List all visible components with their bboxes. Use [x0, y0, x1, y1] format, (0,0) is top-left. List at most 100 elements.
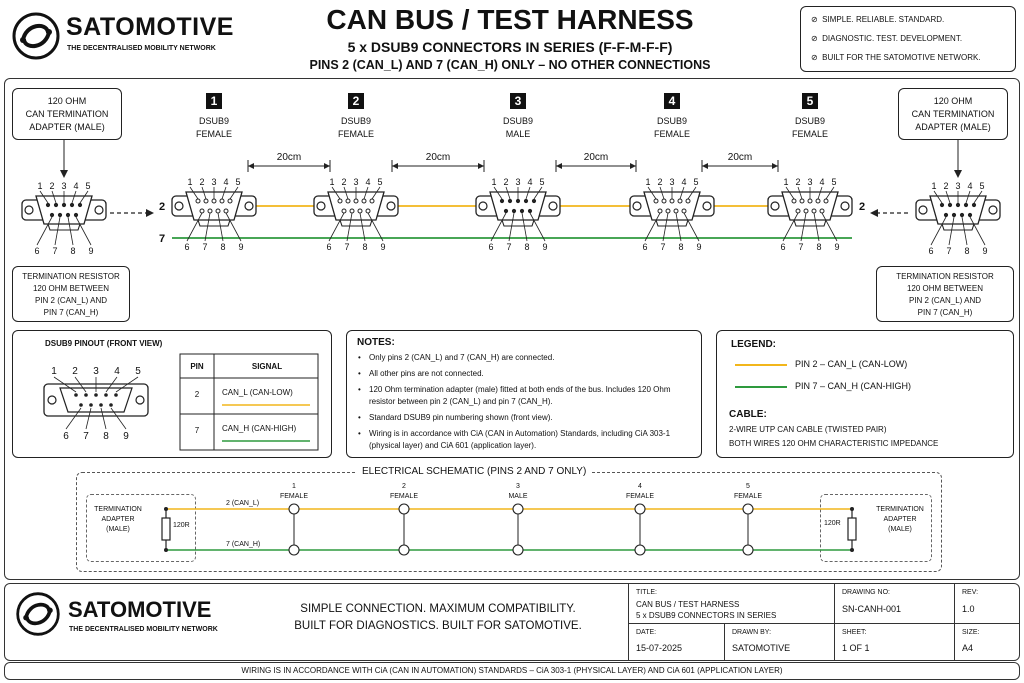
pin-number: 1 [329, 177, 334, 187]
pin-number: 9 [542, 242, 547, 252]
schematic-term-right [820, 494, 932, 562]
pin-number: 1 [783, 177, 788, 187]
connector-number-badge: 3 [510, 93, 526, 109]
pin-number: 1 [645, 177, 650, 187]
pin-number: 5 [539, 177, 544, 187]
dimension-20cm: 20cm [247, 150, 331, 172]
notes-box: NOTES: Only pins 2 (CAN_L) and 7 (CAN_H)… [346, 330, 702, 458]
pin-number: 9 [982, 246, 987, 256]
pinout-header-signal: SIGNAL [251, 362, 283, 371]
pin-number: 9 [238, 242, 243, 252]
check-circle-icon: ⊘ [811, 53, 818, 62]
connector-gender: FEMALE [195, 129, 232, 139]
pin-number: 3 [955, 181, 960, 191]
brand-tagline: THE DECENTRALISED MOBILITY NETWORK [67, 45, 216, 52]
pin-number: 1 [187, 177, 192, 187]
tb-rev-label: REV: [962, 589, 979, 596]
cable-title: CABLE: [729, 409, 767, 420]
cable-line: 2-WIRE UTP CAN CABLE (TWISTED PAIR) [729, 425, 887, 434]
pinout-pin-number: 2 [72, 366, 78, 377]
standards-note: WIRING IS IN ACCORDANCE WITH CiA (CAN IN… [241, 666, 783, 675]
pin-number: 2 [943, 181, 948, 191]
resistor-120r-left [161, 507, 171, 552]
tb-title-label: TITLE: [636, 589, 658, 596]
pinout-pin-number: 5 [135, 366, 141, 377]
tb-rev-value: 1.0 [962, 604, 975, 614]
standards-bar [4, 662, 1020, 680]
pin-number: 3 [353, 177, 358, 187]
pin-number: 6 [34, 246, 39, 256]
connector-type: DSUB9 [198, 116, 229, 126]
connector-type: DSUB9 [340, 116, 371, 126]
pinout-pin-number: 9 [123, 431, 129, 442]
connector-type: DSUB9 [656, 116, 687, 126]
resistor-120r-right [847, 507, 857, 552]
pinout-pin-number: 6 [63, 431, 69, 442]
cable-line: BOTH WIRES 120 OHM CHARACTERISTIC IMPEDA… [729, 439, 939, 448]
pin-number: 5 [85, 181, 90, 191]
pinout-table-grid [179, 353, 319, 451]
pin-number: 2 [341, 177, 346, 187]
pinout-pin-number: 7 [83, 431, 89, 442]
pinout-row-signal: CAN_L (CAN-LOW) [222, 388, 293, 397]
footer-logo [14, 590, 62, 638]
legend-can-h-swatch [735, 386, 787, 388]
arrow-left-icon [870, 209, 878, 217]
pin-number: 3 [669, 177, 674, 187]
footer-frame [4, 583, 1020, 661]
tb-drawing-label: DRAWING NO: [842, 589, 890, 596]
pin-number: 9 [696, 242, 701, 252]
pin-number: 9 [380, 242, 385, 252]
pin-number: 3 [211, 177, 216, 187]
pin-number: 9 [88, 246, 93, 256]
note-item: Wiring is in accordance with CiA (CAN in… [357, 428, 691, 452]
pin-number: 8 [524, 242, 529, 252]
title-block-divider [724, 623, 725, 661]
pinout-table: PIN SIGNAL 2 CAN_L (CAN-LOW) 7 CAN_H (CA… [180, 352, 320, 450]
schematic-term-left [86, 494, 196, 562]
page-subtitle: 5 x DSUB9 CONNECTORS IN SERIES (F-F-M-F-… [347, 39, 673, 55]
pin-number: 5 [831, 177, 836, 187]
pin-number: 7 [52, 246, 57, 256]
pin-number: 4 [73, 181, 78, 191]
dimension-label: 20cm [728, 152, 752, 163]
pinout-row-pin: 2 [194, 390, 200, 399]
pin-number: 6 [488, 242, 493, 252]
pinout-pin-number: 1 [51, 366, 57, 377]
dimension-20cm: 20cm [701, 150, 779, 172]
tb-size-value: A4 [962, 643, 974, 653]
pin-number: 3 [807, 177, 812, 187]
dimension-label: 20cm [277, 152, 301, 163]
pin-number: 7 [344, 242, 349, 252]
notes-title: NOTES: [357, 337, 395, 348]
pinout-pin-number: 4 [114, 366, 120, 377]
resistor-label-left: 120R [173, 522, 190, 529]
tb-drawing-value: SN-CANH-001 [842, 604, 902, 614]
pin-number: 8 [220, 242, 225, 252]
title-block [628, 583, 1021, 661]
connector-gender: FEMALE [337, 129, 374, 139]
resistor-label-right: 120R [824, 520, 841, 527]
page-title: CAN BUS / TEST HARNESS [326, 4, 694, 35]
tb-sheet-label: SHEET: [842, 629, 867, 636]
legend-title: LEGEND: [731, 339, 776, 350]
connector-gender: MALE [505, 129, 531, 139]
dimension-20cm: 20cm [555, 150, 637, 172]
connector-gender: FEMALE [653, 129, 690, 139]
brand-logo [10, 10, 62, 62]
footer-brand-name: SATOMOTIVE [68, 597, 212, 622]
wire-label-can-l: 2 [859, 201, 865, 213]
